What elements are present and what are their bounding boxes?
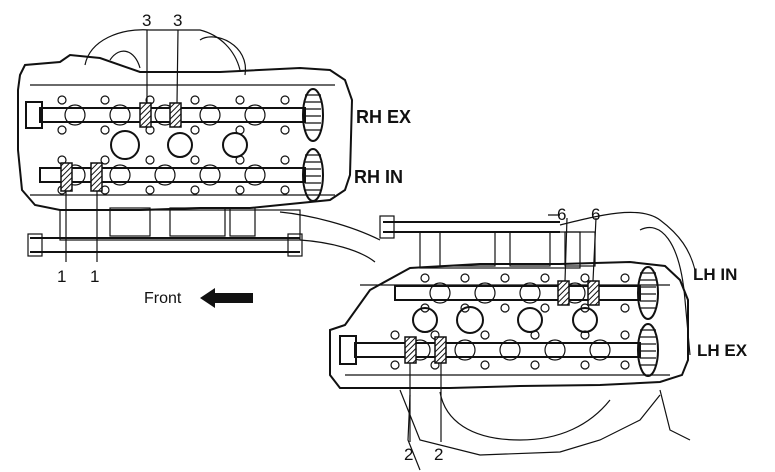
label-rh-ex: RH EX (356, 107, 411, 127)
lh-ex-cap-2-left (404, 336, 417, 364)
lh-in-cap-6-left (557, 280, 570, 306)
callout-2-left: 2 (404, 445, 413, 464)
callout-6-right: 6 (591, 205, 600, 224)
callout-6-left: 6 (557, 205, 566, 224)
callout-1-right: 1 (90, 267, 99, 286)
rh-ex-cap-3-right (169, 102, 182, 128)
callout-3-left: 3 (142, 11, 151, 30)
callout-1-left: 1 (57, 267, 66, 286)
callout-2-right: 2 (434, 445, 443, 464)
label-lh-ex: LH EX (697, 341, 748, 360)
callout-3-right: 3 (173, 11, 182, 30)
lh-in-cap-6-right (587, 280, 600, 306)
label-rh-in: RH IN (354, 167, 403, 187)
rh-ex-cap-3-left (139, 102, 152, 128)
rh-cylinder-head (17, 29, 381, 263)
label-lh-in: LH IN (693, 265, 737, 284)
rh-in-cap-1-right (90, 162, 103, 192)
rh-in-cap-1-left (60, 162, 73, 192)
label-front: Front (144, 290, 182, 307)
lh-ex-cap-2-right (434, 336, 447, 364)
front-arrow-icon (200, 288, 253, 308)
lh-cylinder-head (329, 211, 696, 471)
